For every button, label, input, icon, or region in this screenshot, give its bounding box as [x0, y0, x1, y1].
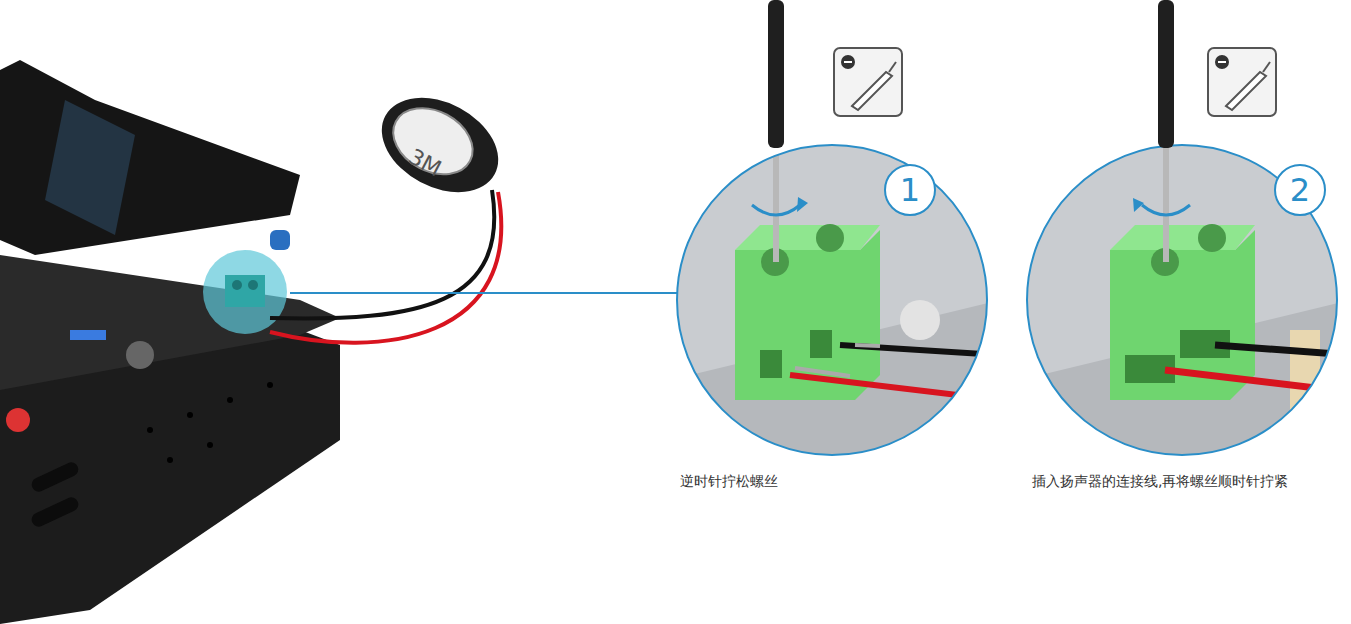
zoom-view — [670, 140, 1000, 470]
step-caption: 插入扬声器的连接线,再将螺丝顺时针拧紧 — [1032, 470, 1337, 492]
leader-line — [290, 292, 678, 294]
red-wire — [270, 192, 501, 343]
highlight-circle — [203, 250, 287, 334]
terminal-block — [225, 275, 265, 307]
robot-device — [0, 60, 340, 624]
screwdriver — [768, 0, 784, 148]
callout-circle — [885, 165, 935, 215]
screwdriver — [1158, 0, 1174, 148]
speaker — [366, 79, 515, 211]
step-caption: 逆时针拧松螺丝 — [680, 470, 985, 492]
callout-circle — [1275, 165, 1325, 215]
tool-icon — [834, 48, 902, 116]
callout-number: 2 — [1276, 166, 1324, 214]
black-wire — [270, 190, 494, 319]
callout-number: 1 — [886, 166, 934, 214]
zoom-view — [1020, 140, 1350, 470]
tool-icon — [1208, 48, 1276, 116]
